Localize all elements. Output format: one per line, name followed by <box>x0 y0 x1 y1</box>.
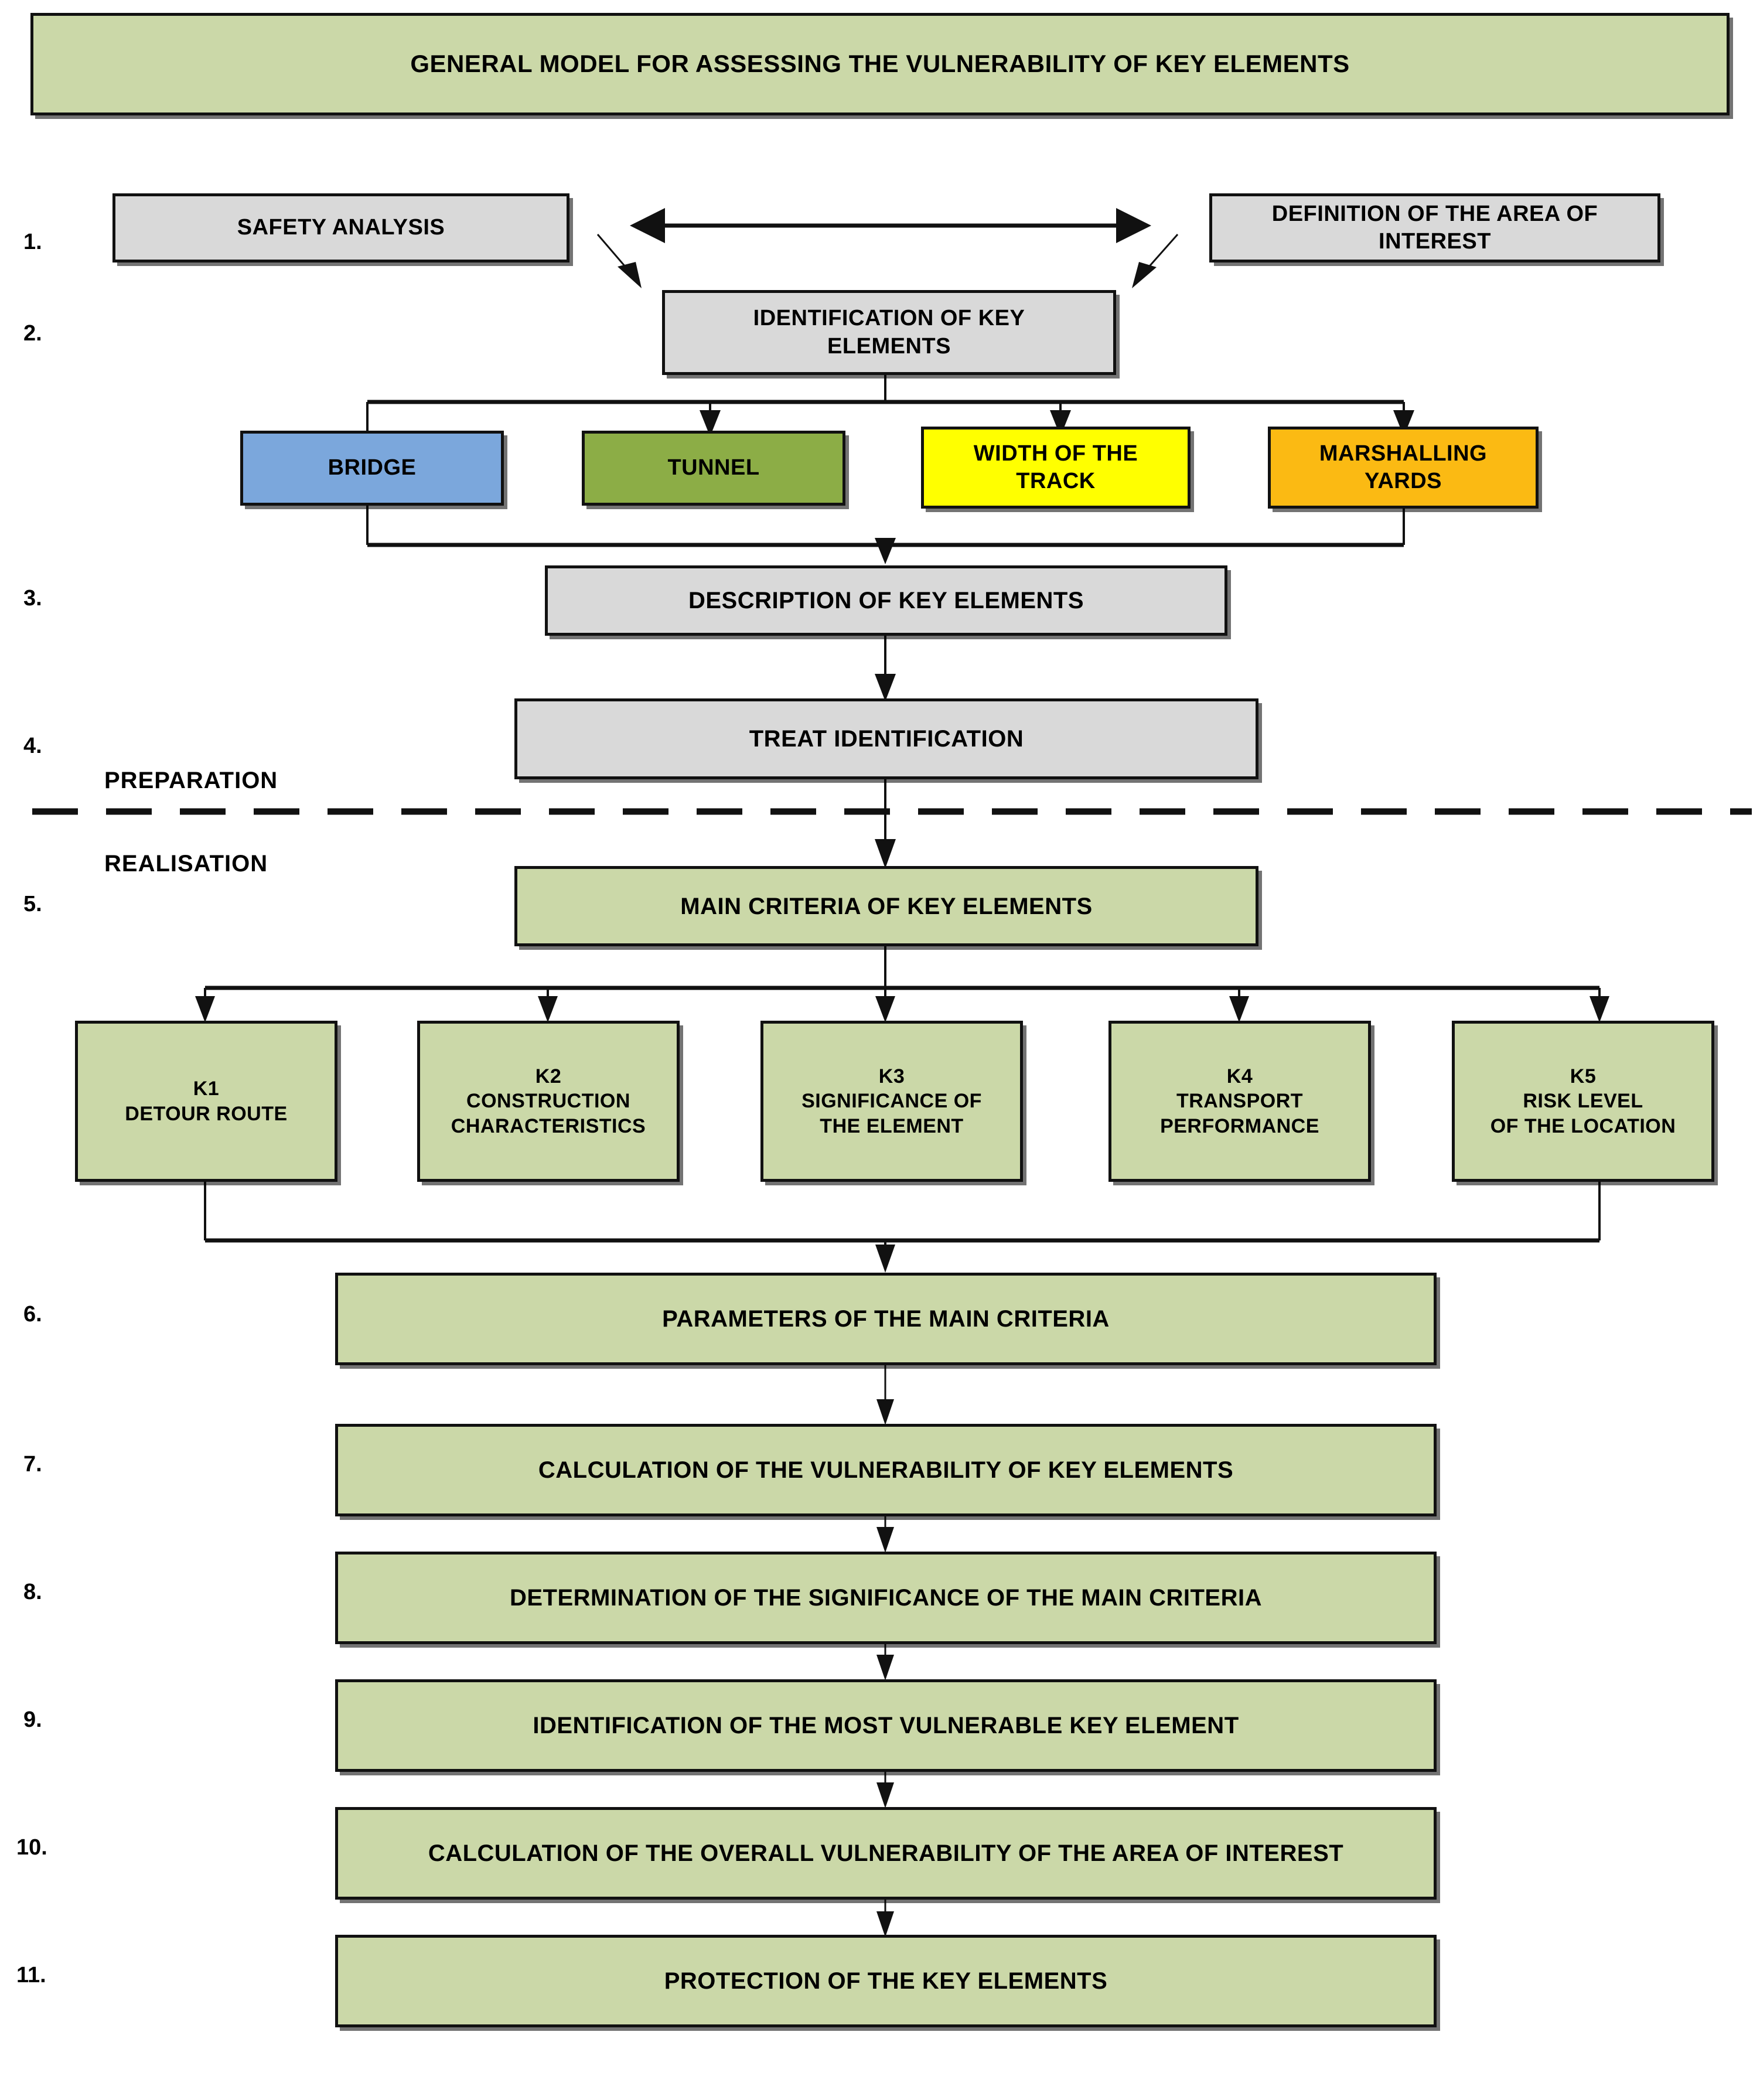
node-criterion-k3[interactable]: K3 SIGNIFICANCE OF THE ELEMENT <box>760 1021 1023 1182</box>
diagram-title-box: GENERAL MODEL FOR ASSESSING THE VULNERAB… <box>30 13 1730 115</box>
step-number-6: 6. <box>23 1302 42 1327</box>
phase-label-preparation: PREPARATION <box>104 768 278 793</box>
node-criterion-k4-label: K4 TRANSPORT PERFORMANCE <box>1160 1065 1319 1137</box>
step-number-2: 2. <box>23 321 42 346</box>
node-criterion-k2[interactable]: K2 CONSTRUCTION CHARACTERISTICS <box>417 1021 680 1182</box>
node-description-key-elements-label: DESCRIPTION OF KEY ELEMENTS <box>688 588 1084 613</box>
node-calculation-vulnerability[interactable]: CALCULATION OF THE VULNERABILITY OF KEY … <box>335 1424 1437 1516</box>
node-main-criteria-label: MAIN CRITERIA OF KEY ELEMENTS <box>680 893 1093 919</box>
node-criterion-k1-label: K1 DETOUR ROUTE <box>125 1078 288 1125</box>
step-number-1: 1. <box>23 230 42 254</box>
node-criterion-k5-label: K5 RISK LEVEL OF THE LOCATION <box>1490 1065 1676 1137</box>
node-area-definition[interactable]: DEFINITION OF THE AREA OF INTEREST <box>1209 193 1660 262</box>
node-safety-analysis[interactable]: SAFETY ANALYSIS <box>112 193 569 262</box>
node-bridge[interactable]: BRIDGE <box>240 431 504 506</box>
step-number-7: 7. <box>23 1452 42 1477</box>
node-criterion-k5[interactable]: K5 RISK LEVEL OF THE LOCATION <box>1452 1021 1714 1182</box>
node-description-key-elements[interactable]: DESCRIPTION OF KEY ELEMENTS <box>545 565 1227 636</box>
step-number-11: 11. <box>16 1963 46 1988</box>
node-criterion-k4[interactable]: K4 TRANSPORT PERFORMANCE <box>1108 1021 1371 1182</box>
step-number-8: 8. <box>23 1580 42 1604</box>
node-identification-key-elements[interactable]: IDENTIFICATION OF KEY ELEMENTS <box>662 290 1116 375</box>
diagram-title-text: GENERAL MODEL FOR ASSESSING THE VULNERAB… <box>410 50 1350 78</box>
node-criterion-k1[interactable]: K1 DETOUR ROUTE <box>75 1021 337 1182</box>
node-calculation-vulnerability-label: CALCULATION OF THE VULNERABILITY OF KEY … <box>538 1457 1234 1483</box>
step-number-3: 3. <box>23 586 42 611</box>
node-calculation-overall-label: CALCULATION OF THE OVERALL VULNERABILITY… <box>428 1840 1344 1866</box>
node-treat-identification-label: TREAT IDENTIFICATION <box>749 726 1024 752</box>
node-area-definition-label: DEFINITION OF THE AREA OF INTEREST <box>1271 201 1598 254</box>
node-safety-analysis-label: SAFETY ANALYSIS <box>237 215 445 240</box>
node-protection-key-elements-label: PROTECTION OF THE KEY ELEMENTS <box>664 1968 1108 1994</box>
node-criterion-k3-label: K3 SIGNIFICANCE OF THE ELEMENT <box>801 1065 982 1137</box>
node-protection-key-elements[interactable]: PROTECTION OF THE KEY ELEMENTS <box>335 1935 1437 2027</box>
phase-label-realisation: REALISATION <box>104 851 268 877</box>
node-determination-significance[interactable]: DETERMINATION OF THE SIGNIFICANCE OF THE… <box>335 1552 1437 1644</box>
node-calculation-overall[interactable]: CALCULATION OF THE OVERALL VULNERABILITY… <box>335 1807 1437 1900</box>
node-parameters-main-criteria[interactable]: PARAMETERS OF THE MAIN CRITERIA <box>335 1273 1437 1365</box>
node-main-criteria[interactable]: MAIN CRITERIA OF KEY ELEMENTS <box>514 866 1258 946</box>
step-number-5: 5. <box>23 892 42 916</box>
node-determination-significance-label: DETERMINATION OF THE SIGNIFICANCE OF THE… <box>509 1585 1262 1611</box>
node-treat-identification[interactable]: TREAT IDENTIFICATION <box>514 698 1258 779</box>
node-marshalling-yards[interactable]: MARSHALLING YARDS <box>1268 427 1539 509</box>
node-identification-most-vulnerable[interactable]: IDENTIFICATION OF THE MOST VULNERABLE KE… <box>335 1679 1437 1772</box>
node-width-of-track[interactable]: WIDTH OF THE TRACK <box>921 427 1191 509</box>
node-width-of-track-label: WIDTH OF THE TRACK <box>973 441 1138 494</box>
node-marshalling-yards-label: MARSHALLING YARDS <box>1319 441 1488 494</box>
node-tunnel-label: TUNNEL <box>667 455 760 480</box>
node-parameters-main-criteria-label: PARAMETERS OF THE MAIN CRITERIA <box>662 1306 1110 1332</box>
step-number-10: 10. <box>16 1835 47 1860</box>
step-number-4: 4. <box>23 734 42 758</box>
node-bridge-label: BRIDGE <box>328 455 417 480</box>
node-identification-most-vulnerable-label: IDENTIFICATION OF THE MOST VULNERABLE KE… <box>533 1713 1239 1738</box>
node-tunnel[interactable]: TUNNEL <box>582 431 845 506</box>
step-number-9: 9. <box>23 1707 42 1732</box>
node-criterion-k2-label: K2 CONSTRUCTION CHARACTERISTICS <box>451 1065 646 1137</box>
node-identification-key-elements-label: IDENTIFICATION OF KEY ELEMENTS <box>753 306 1025 359</box>
